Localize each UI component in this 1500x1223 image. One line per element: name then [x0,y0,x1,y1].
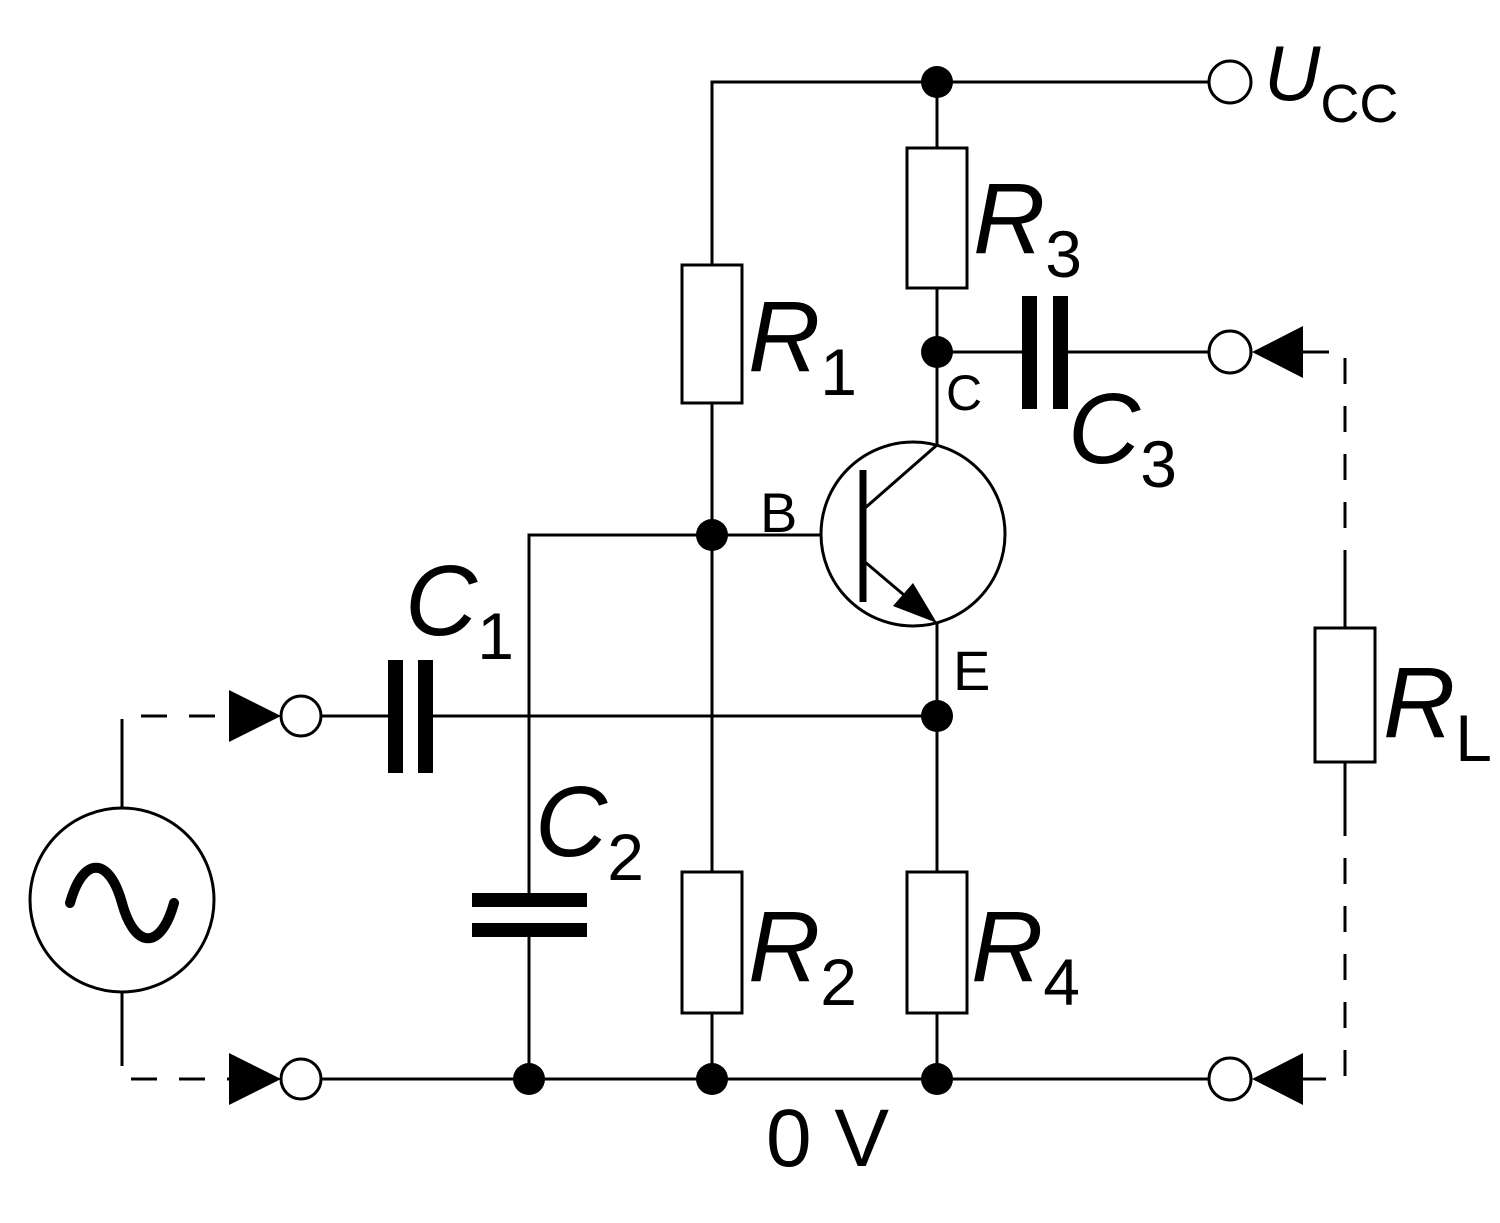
terminal-input-top [279,694,323,738]
resistor-r1-body [680,263,744,405]
terminal-input-bottom [279,1057,323,1101]
capacitor-c1-plate-left [388,660,403,773]
labels: UCC R1 R3 R2 R4 RL C1 C2 C3 B C E 0 V [405,29,1492,1184]
terminals [279,59,1253,1102]
c1-label: C1 [405,545,514,673]
capacitor-c2 [472,893,587,937]
transistor [819,440,1007,628]
resistor-r1 [680,263,744,405]
junction-collector-node [921,336,953,368]
junction-emitter-node [921,700,953,732]
supply-label: UCC [1264,29,1398,134]
junction-ground-r4 [921,1063,953,1095]
capacitor-c3-plate-left [1022,296,1037,409]
r4-label: R4 [971,891,1080,1019]
transistor-body [819,440,1007,628]
resistor-rl [1313,626,1377,764]
c2-label: C2 [535,766,644,894]
resistor-r3-body [905,146,969,290]
junction-ground-r2 [696,1063,728,1095]
capacitor-c1-plate-right [418,660,433,773]
junction-base-node [696,519,728,551]
r2-label: R2 [748,891,857,1019]
r3-label: R3 [973,163,1082,291]
c3-label: C3 [1068,373,1177,501]
resistor-r2-body [680,870,744,1015]
ground-label: 0 V [766,1093,889,1184]
collector-pin-label: C [946,365,982,421]
dashed-source-to-input-top [120,714,229,745]
transistor-collector-stroke [862,442,940,511]
capacitor-c3-plate-right [1053,296,1068,409]
r1-label: R1 [748,281,857,409]
dashed-connections [120,350,1347,1081]
capacitor-c2-plate-bottom [472,923,587,937]
sine-wave-icon [65,862,179,944]
dashed-source-to-input-bottom [120,1040,229,1081]
output-top-arrow-icon [1252,326,1303,378]
resistor-r4 [905,870,969,1015]
junction-dots [513,66,953,1095]
resistor-r2 [680,870,744,1015]
connector-arrows [229,326,1303,1105]
dashed-load-to-output-bottom [1303,810,1347,1081]
output-bottom-arrow-icon [1252,1053,1303,1105]
junction-ground-c2 [513,1063,545,1095]
resistor-r4-body [905,870,969,1015]
input-top-arrow-icon [229,690,281,742]
capacitor-c1 [388,660,433,773]
rl-label: RL [1383,647,1492,775]
terminal-output-top [1207,329,1253,375]
terminal-supply [1207,59,1253,105]
transistor-emitter-arrow-icon [893,583,937,623]
resistor-rl-body [1313,626,1377,764]
dashed-output-to-load-top [1303,350,1347,567]
base-pin-label: B [760,481,797,544]
wires [120,80,1347,1081]
input-bottom-arrow-icon [229,1053,281,1105]
capacitor-c2-plate-top [472,893,587,907]
emitter-pin-label: E [953,639,990,702]
resistor-r3 [905,146,969,290]
terminal-output-bottom [1207,1056,1253,1102]
capacitor-c3 [1022,296,1068,409]
ac-source-icon [28,806,216,994]
junction-supply-r3 [921,66,953,98]
